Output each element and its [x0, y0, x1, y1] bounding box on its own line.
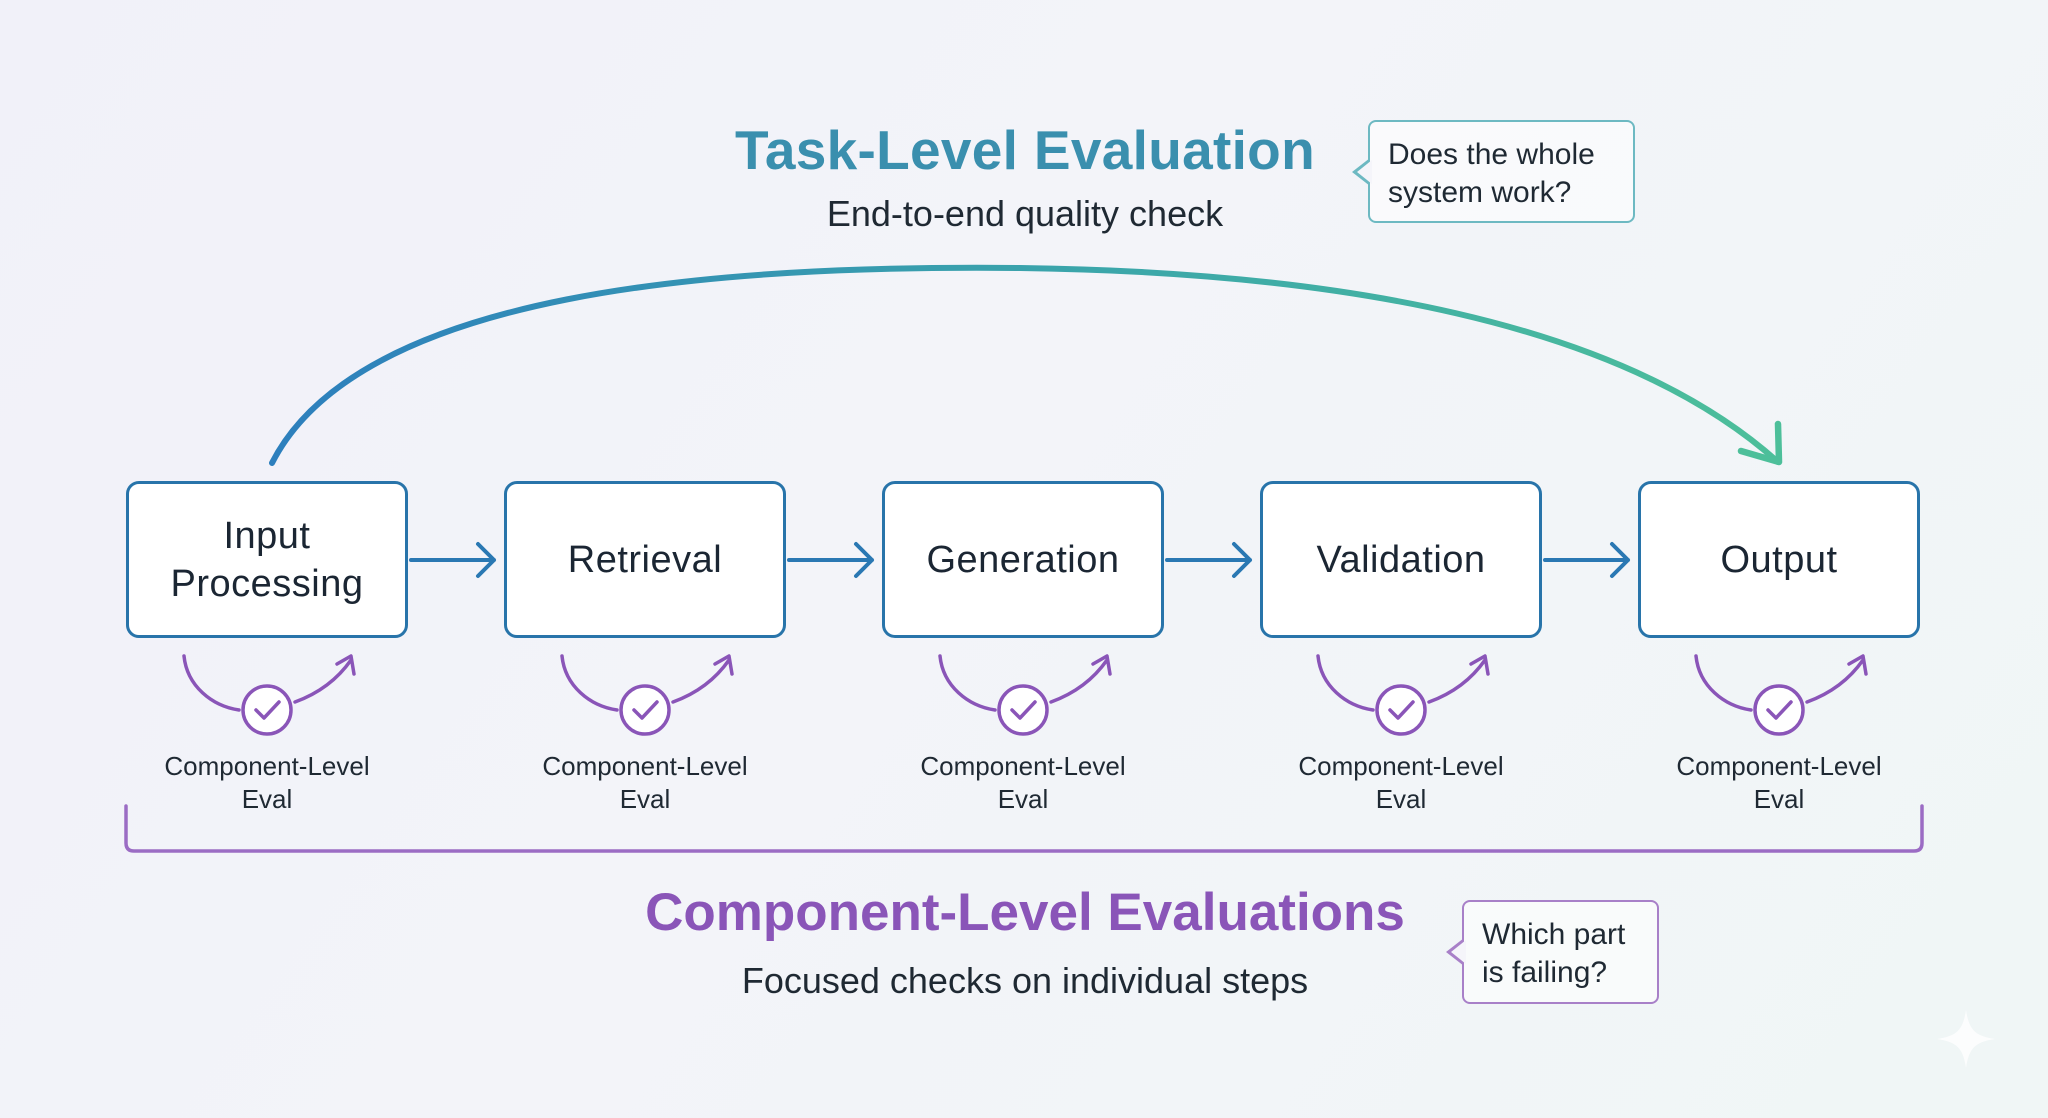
arrow-right-icon: [409, 542, 496, 578]
step-validation: Validation: [1260, 481, 1542, 638]
check-circle-icon: [1375, 684, 1427, 736]
step-output: Output: [1638, 481, 1920, 638]
curved-arrow-icon: [560, 654, 734, 712]
checkmark-icon: [1010, 700, 1037, 720]
component-eval-marks: [182, 654, 1868, 736]
arrow-right-icon: [787, 542, 874, 578]
component-eval-label: Component-Level Eval: [164, 751, 370, 814]
curved-arrow-icon: [938, 654, 1112, 712]
step-label: Input Processing: [170, 514, 364, 605]
component-level-callout-text: Which part is failing?: [1482, 918, 1626, 989]
task-level-callout: Does the whole system work?: [1352, 120, 1635, 223]
component-eval-label: Component-Level Eval: [542, 751, 748, 814]
step-retrieval: Retrieval: [504, 481, 786, 638]
step-generation: Generation: [882, 481, 1164, 638]
component-level-title: Component-Level Evaluations: [645, 883, 1405, 942]
checkmark-icon: [1766, 700, 1793, 720]
curved-arrow-icon: [1316, 654, 1490, 712]
component-eval-label: Component-Level Eval: [920, 751, 1126, 814]
arrow-right-icon: [1165, 542, 1252, 578]
task-level-arc: [269, 264, 1781, 466]
task-level-callout-text: Does the whole system work?: [1388, 138, 1595, 209]
task-level-arrowhead-icon: [1737, 420, 1783, 466]
step-label: Generation: [926, 538, 1120, 581]
task-level-subtitle: End-to-end quality check: [826, 193, 1224, 234]
checkmark-icon: [632, 700, 659, 720]
flow-arrows: [409, 542, 1630, 578]
step-label: Validation: [1316, 538, 1486, 581]
sparkle-icon: [1937, 1010, 1995, 1068]
check-circle-icon: [1753, 684, 1805, 736]
component-eval-label: Component-Level Eval: [1676, 751, 1882, 814]
arrow-right-icon: [1543, 542, 1630, 578]
checkmark-icon: [254, 700, 281, 720]
component-eval-label: Component-Level Eval: [1298, 751, 1504, 814]
step-input-processing: Input Processing: [126, 481, 408, 638]
curved-arrow-icon: [1694, 654, 1868, 712]
component-level-callout: Which part is failing?: [1446, 900, 1659, 1004]
check-circle-icon: [997, 684, 1049, 736]
step-label: Retrieval: [567, 538, 723, 581]
curved-arrow-icon: [182, 654, 356, 712]
step-label: Output: [1720, 538, 1838, 581]
check-circle-icon: [241, 684, 293, 736]
component-level-bracket: [124, 804, 1924, 853]
check-circle-icon: [619, 684, 671, 736]
component-level-subtitle: Focused checks on individual steps: [741, 960, 1309, 1001]
task-level-title: Task-Level Evaluation: [735, 119, 1315, 181]
checkmark-icon: [1388, 700, 1415, 720]
